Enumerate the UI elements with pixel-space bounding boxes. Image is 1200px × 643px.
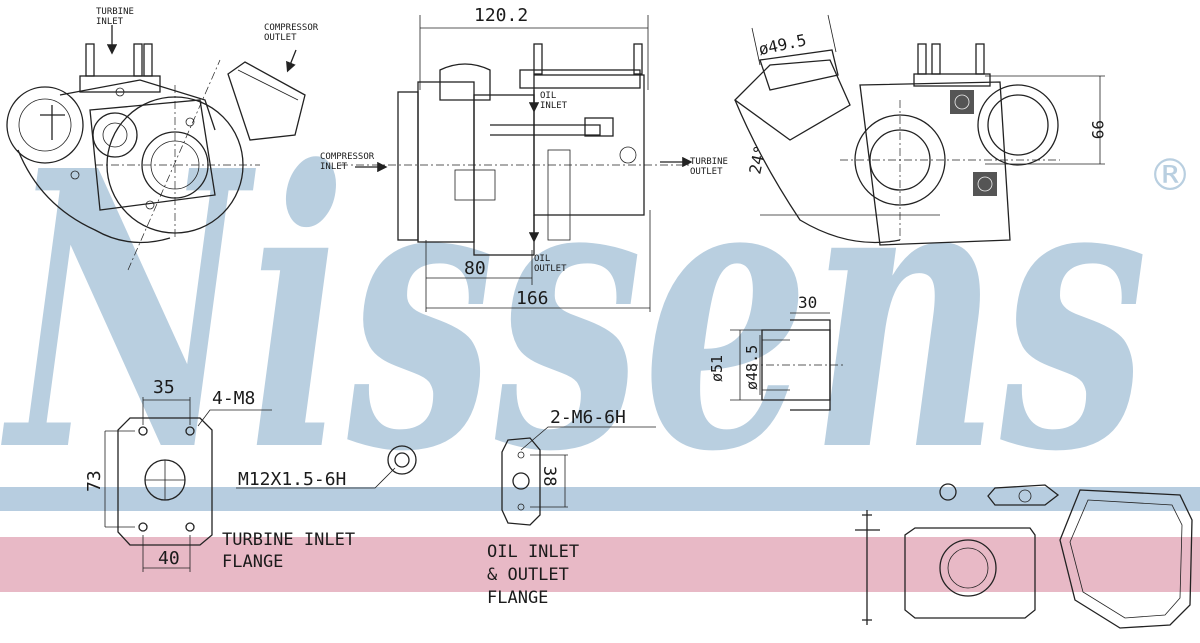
compressor-outlet-line2: OUTLET <box>264 33 297 43</box>
compressor-inlet-line1: COMPRESSOR <box>320 152 375 162</box>
turbine-inlet-line2: INLET <box>96 17 124 27</box>
dim-height-99: 99 <box>1088 120 1107 139</box>
turbo-front-view <box>6 25 306 271</box>
turbine-inlet-line1: TURBINE <box>96 7 134 17</box>
oil-outlet-callout: OIL OUTLET <box>534 254 567 274</box>
turbo-rear-view <box>734 14 1105 246</box>
oil-outlet-line2: OUTLET <box>534 264 567 274</box>
turbine-inlet-flange-drawing <box>104 397 272 572</box>
compressor-inlet-callout: COMPRESSOR INLET <box>320 152 380 172</box>
oil-inlet-line1: OIL <box>540 91 556 101</box>
oil-inlet-callout: OIL INLET <box>540 91 568 111</box>
nissens-watermark: Nissens <box>0 88 1148 535</box>
dim-120-2: 120.2 <box>474 5 528 26</box>
pink-band <box>0 537 1200 592</box>
compressor-outlet-line1: COMPRESSOR <box>264 23 319 33</box>
oil-flange-line1: OIL INLET <box>487 542 579 562</box>
dim-flange-35: 35 <box>153 377 175 398</box>
dim-flange-40: 40 <box>158 548 180 569</box>
m12-port-drawing <box>236 445 417 489</box>
dim-diameter-51: ø51 <box>708 355 726 382</box>
turbine-outlet-line1: TURBINE <box>690 157 728 167</box>
turbine-outlet-callout: TURBINE OUTLET <box>690 157 733 177</box>
turbine-inlet-flange-line2: FLANGE <box>222 552 283 572</box>
bolts-4-m8-label: 4-M8 <box>212 388 255 409</box>
oil-flange-line3: FLANGE <box>487 588 548 608</box>
oil-outlet-line1: OIL <box>534 254 550 264</box>
turbo-side-view <box>340 15 693 312</box>
dim-width-30: 30 <box>798 293 817 312</box>
compressor-outlet-callout: COMPRESSOR OUTLET <box>264 23 324 43</box>
turbine-outlet-line2: OUTLET <box>690 167 723 177</box>
thread-m12-label: M12X1.5-6H <box>238 469 346 490</box>
dim-oil-flange-38: 38 <box>539 466 559 486</box>
registered-mark: ® <box>1148 150 1192 201</box>
dim-166: 166 <box>516 288 549 309</box>
oil-flange-line2: & OUTLET <box>487 565 569 585</box>
turbine-inlet-flange-label: TURBINE INLET FLANGE <box>222 530 365 572</box>
oil-inlet-line2: INLET <box>540 101 568 111</box>
dim-80: 80 <box>464 258 486 279</box>
oil-flange-drawing <box>501 426 656 526</box>
bolts-2-m6-label: 2-M6-6H <box>550 407 626 428</box>
turbine-inlet-flange-line1: TURBINE INLET <box>222 530 355 550</box>
dim-diameter-48-5: ø48.5 <box>743 345 761 390</box>
gasket-set <box>855 483 1193 629</box>
turbine-inlet-callout: TURBINE INLET <box>96 7 139 27</box>
oil-flange-label: OIL INLET & OUTLET FLANGE <box>487 542 589 608</box>
compressor-inlet-line2: INLET <box>320 162 348 172</box>
blue-band <box>0 487 1200 511</box>
dim-flange-73: 73 <box>84 470 105 492</box>
outlet-section-detail <box>730 312 845 411</box>
